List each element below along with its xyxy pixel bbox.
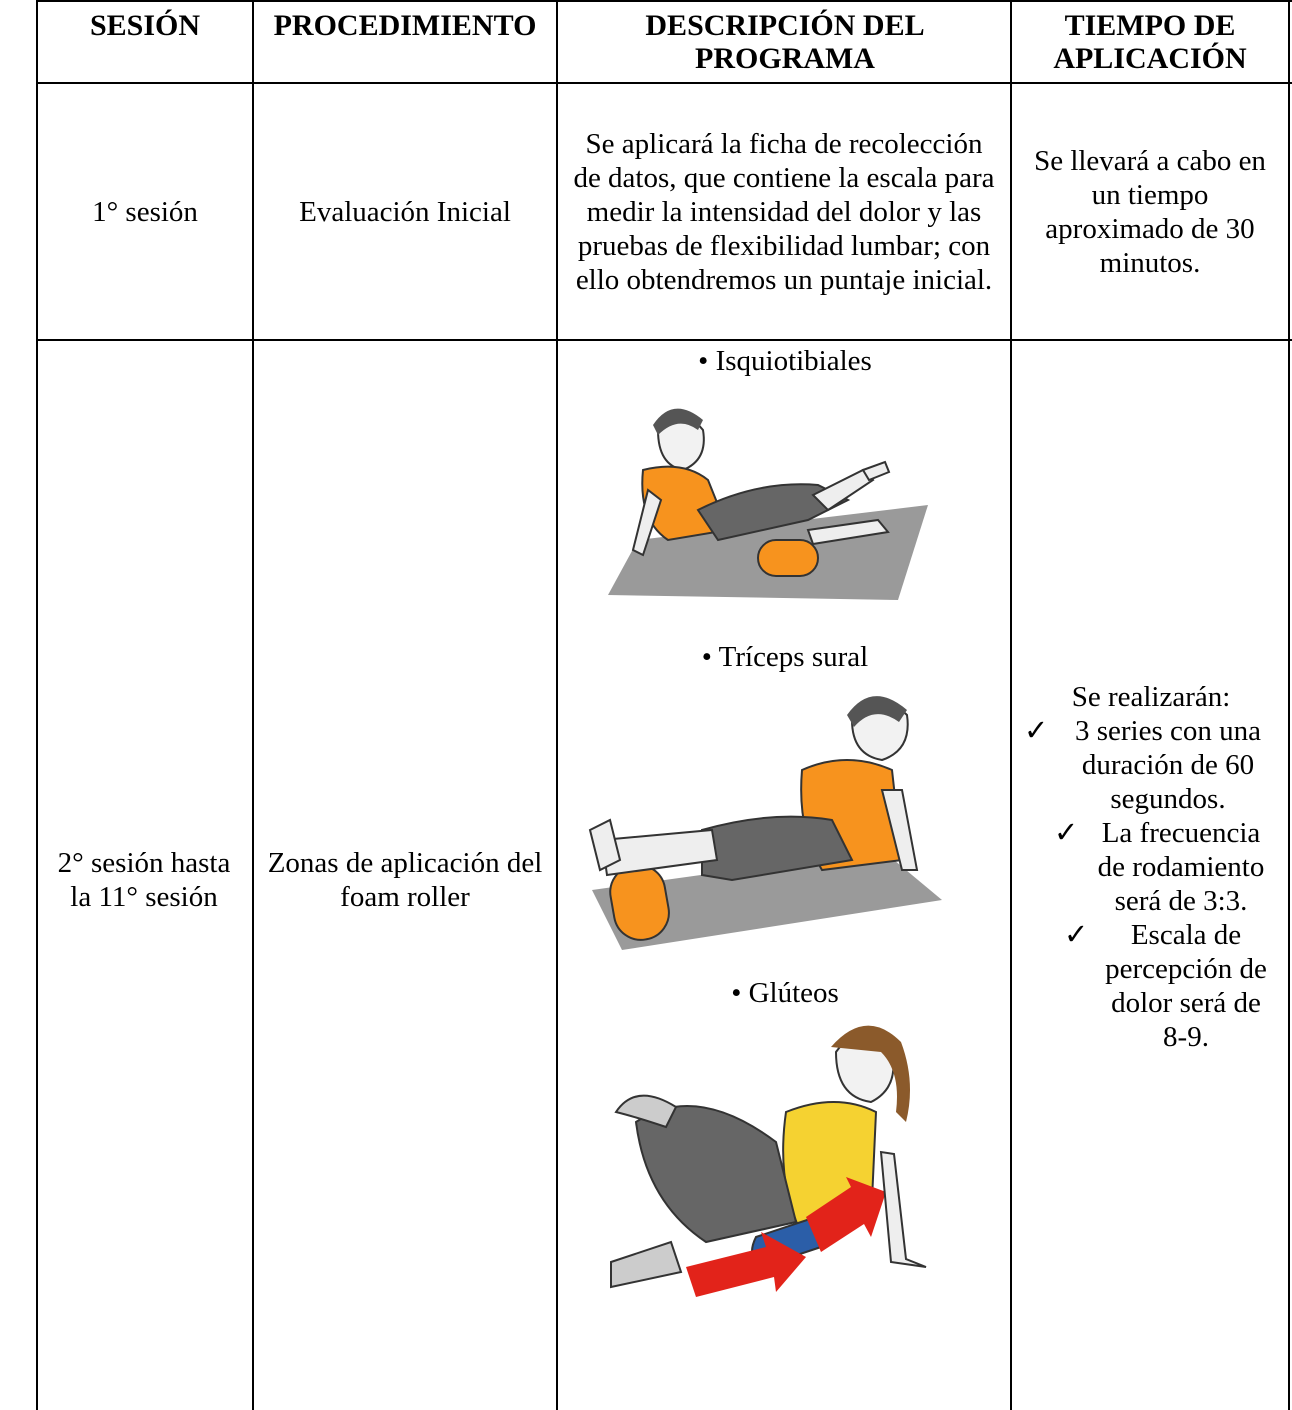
header-procedure: PROCEDIMIENTO — [273, 8, 537, 42]
row1-time: Se llevará a cabo en un tiempo aproximad… — [1034, 144, 1266, 279]
row2-session: 2° sesión hasta la 11° sesión — [57, 847, 231, 913]
checkmark-icon: ✓ — [1064, 919, 1089, 951]
time-item-frequency: ✓ La frecuencia de rodamiento será de 3:… — [1024, 816, 1284, 918]
column-divider-3 — [1010, 0, 1012, 1410]
row1-description: Se aplicará la ficha de recolección de d… — [573, 127, 995, 296]
header-description: DESCRIPCIÓN DEL PROGRAMA — [645, 9, 925, 75]
glute-roller-illustration — [610, 1025, 927, 1297]
header-time: TIEMPO DE APLICACIÓN — [1053, 9, 1247, 75]
column-border-left — [36, 0, 38, 1410]
column-divider-2 — [556, 0, 558, 1410]
row2-procedure: Zonas de aplicación del foam roller — [267, 847, 543, 913]
table-border-top — [36, 0, 1292, 2]
bullet-icon: • — [701, 641, 712, 673]
hamstring-roller-illustration — [608, 408, 928, 600]
row2-time-intro: Se realizarán: — [1071, 681, 1231, 713]
zone-label: Glúteos — [748, 977, 839, 1009]
row-divider — [36, 339, 1292, 341]
time-item-text: La frecuencia de rodamiento será de 3:3. — [1097, 817, 1265, 917]
checkmark-icon: ✓ — [1024, 715, 1049, 747]
time-item-pain-scale: ✓ Escala de percepción de dolor será de … — [1024, 918, 1284, 1054]
zone-label: Tríceps sural — [718, 641, 869, 673]
column-divider-1 — [252, 0, 254, 1410]
time-item-text: Escala de percepción de dolor será de 8-… — [1105, 919, 1267, 1053]
zone-item-calf: • Tríceps sural — [560, 640, 1010, 674]
time-item-series: ✓ 3 series con una duración de 60 segund… — [1024, 714, 1284, 816]
row1-procedure: Evaluación Inicial — [299, 195, 511, 228]
zone-label: Isquiotibiales — [715, 345, 872, 377]
time-item-text: 3 series con una duración de 60 segundos… — [1074, 715, 1262, 815]
bullet-icon: • — [698, 345, 709, 377]
column-border-right — [1288, 0, 1290, 1410]
calf-roller-illustration — [588, 696, 942, 950]
checkmark-icon: ✓ — [1054, 817, 1079, 849]
header-session: SESIÓN — [89, 8, 201, 42]
row1-session: 1° sesión — [92, 195, 198, 228]
bullet-icon: • — [731, 977, 742, 1009]
zone-item-glutes: • Glúteos — [560, 976, 1010, 1010]
header-divider — [36, 82, 1292, 84]
zone-item-hamstrings: • Isquiotibiales — [560, 344, 1010, 378]
